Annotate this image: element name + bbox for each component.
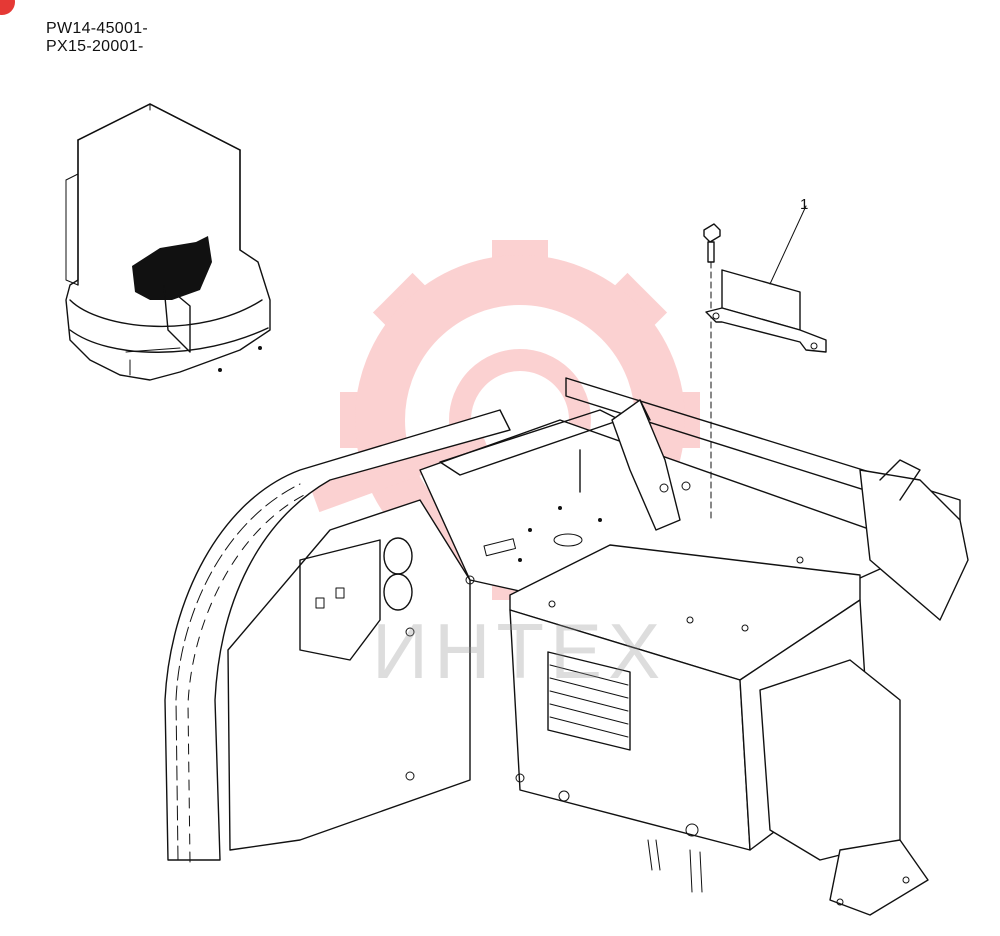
- watermark-text: ИНТЕХ: [372, 607, 667, 695]
- cab-inset-view: [65, 103, 271, 381]
- bolt-icon: [703, 223, 721, 521]
- machine-body: [164, 377, 969, 916]
- serial-number-1: PW14-45001-: [46, 20, 149, 37]
- bracket-icon: [705, 205, 827, 353]
- marker-dot-icon: [0, 0, 15, 15]
- serial-number-2: PX15-20001-: [46, 38, 144, 55]
- callout-1-label: 1: [800, 196, 809, 213]
